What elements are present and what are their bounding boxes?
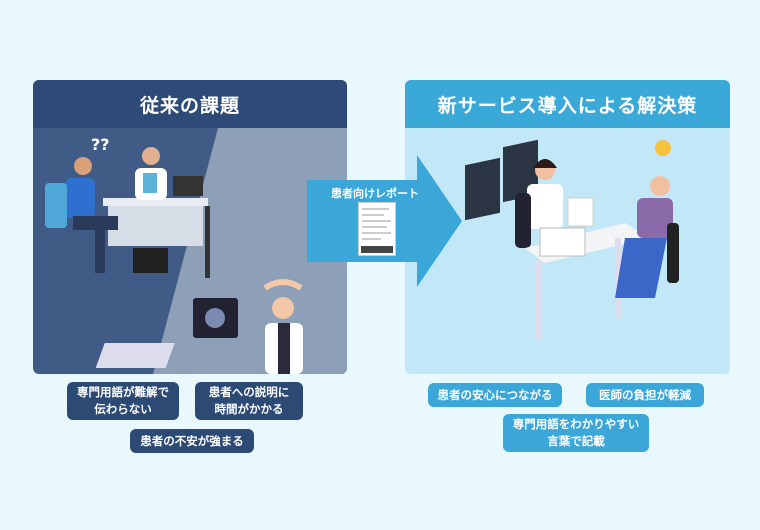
solution-tag-plain-language: 専門用語をわかりやすい 言葉で記載 [503, 414, 649, 452]
solution-tag-reassurance: 患者の安心につながる [428, 383, 562, 407]
right-panel-title: 新サービス導入による解決策 [405, 80, 730, 128]
issue-tag-anxiety: 患者の不安が強まる [130, 429, 254, 453]
left-panel: 従来の課題 ?? [33, 80, 347, 374]
arrow-label: 患者向けレポート [331, 187, 419, 200]
patient-report-thumbnail [358, 202, 396, 256]
issue-tag-jargon: 専門用語が難解で 伝わらない [67, 382, 179, 420]
new-service-consultation-illustration [465, 139, 679, 340]
right-panel: 新サービス導入による解決策 [405, 80, 730, 374]
issue-tag-explanation-time: 患者への説明に 時間がかかる [195, 382, 303, 420]
left-panel-title: 従来の課題 [33, 80, 347, 128]
conventional-consultation-illustration: ?? [45, 128, 347, 374]
solution-tag-reduced-burden: 医師の負担が軽減 [586, 383, 704, 407]
svg-text:??: ?? [91, 135, 110, 154]
